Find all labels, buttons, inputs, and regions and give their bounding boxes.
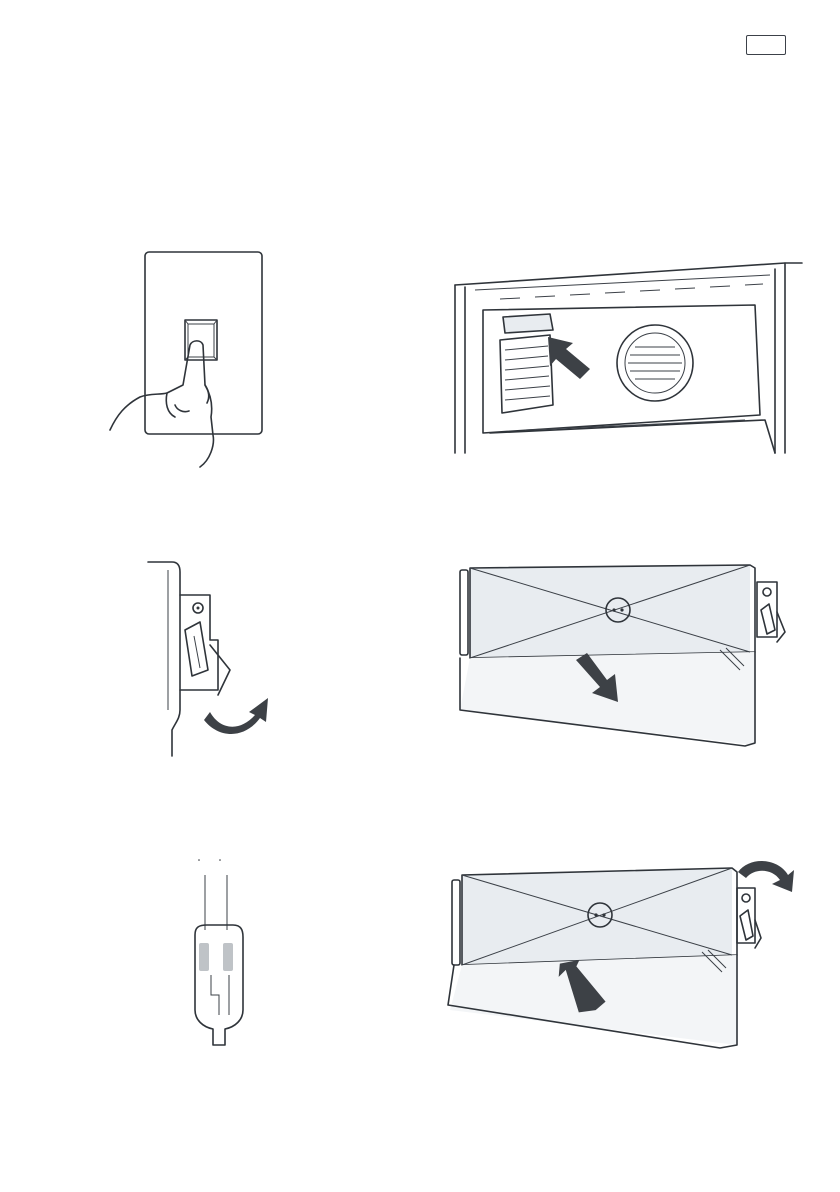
remove-door-glass-icon — [450, 560, 800, 760]
wall-switch-figure — [105, 245, 275, 470]
halogen-bulb-figure — [185, 855, 255, 1055]
glass-removal-figure — [450, 560, 800, 760]
hand-pressing-switch-icon — [105, 245, 275, 470]
oven-light-cover-icon — [445, 255, 810, 455]
hinge-lever-figure — [140, 560, 280, 760]
refit-door-glass-icon — [440, 860, 805, 1060]
page-tab — [746, 35, 786, 55]
oven-cavity-figure — [445, 255, 810, 455]
halogen-bulb-icon — [185, 855, 255, 1055]
door-hinge-lever-icon — [140, 560, 280, 760]
glass-refit-figure — [440, 860, 805, 1060]
